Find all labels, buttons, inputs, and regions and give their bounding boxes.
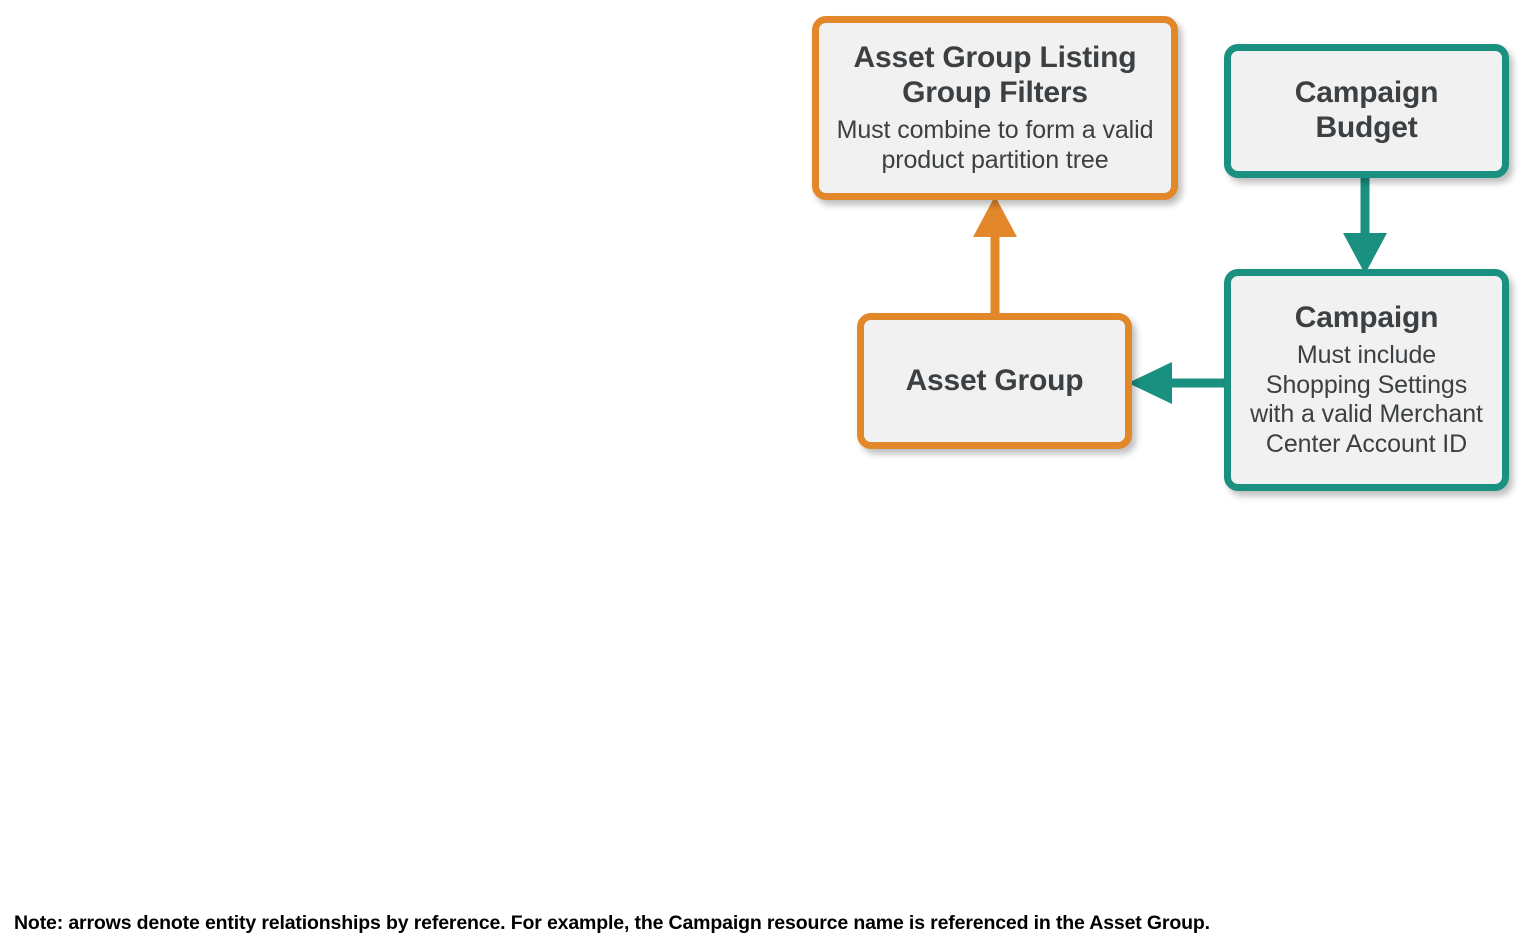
node-campaign-budget[interactable]: Campaign Budget: [1224, 44, 1509, 178]
node-subtitle: Must include Shopping Settings with a va…: [1250, 341, 1483, 458]
node-title: Asset Group: [905, 363, 1084, 397]
edge-campaign-to-asset-group: [1120, 350, 1240, 416]
node-title: Asset Group Listing Group Filters: [853, 40, 1137, 109]
diagram-note: Note: arrows denote entity relationships…: [14, 912, 1210, 934]
node-title: Campaign Budget: [1294, 76, 1439, 144]
node-title: Campaign: [1294, 300, 1439, 334]
node-asset-group[interactable]: Asset Group: [857, 313, 1132, 449]
node-subtitle: Must combine to form a valid product par…: [836, 116, 1154, 174]
edge-campaign-budget-to-campaign: [1330, 168, 1400, 280]
edge-asset-group-to-listing-group-filters: [960, 190, 1030, 325]
node-campaign[interactable]: Campaign Must include Shopping Settings …: [1224, 269, 1509, 491]
node-asset-group-listing-group-filters[interactable]: Asset Group Listing Group Filters Must c…: [812, 16, 1178, 200]
